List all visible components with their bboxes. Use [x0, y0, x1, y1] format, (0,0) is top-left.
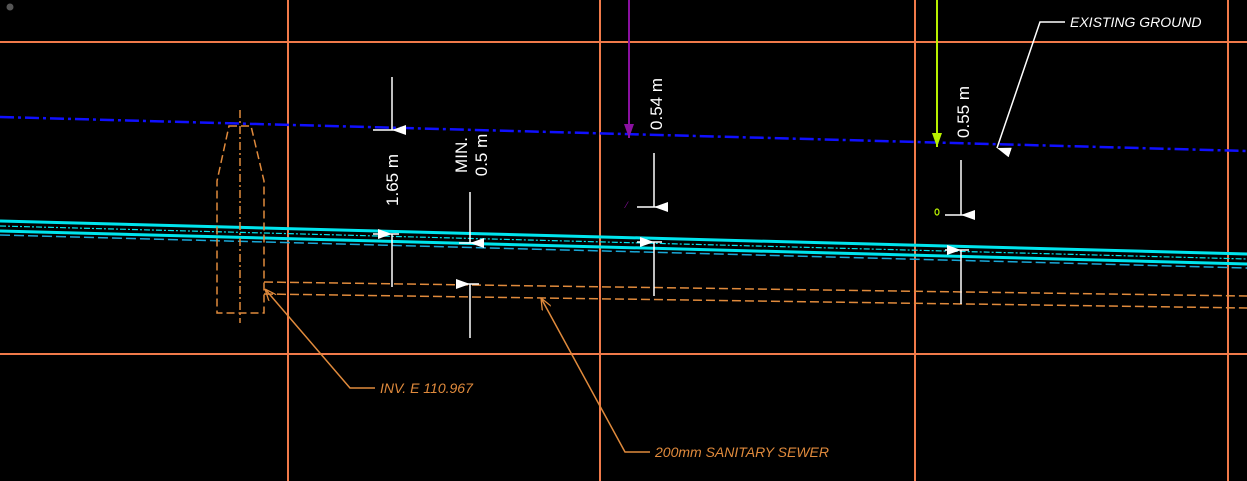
min-label: MIN.: [452, 137, 471, 173]
invert-note: INV. E 110.967: [380, 380, 474, 396]
purple-marker: ⁄: [624, 200, 629, 210]
mid-depth-label: 0.54 m: [647, 78, 666, 130]
existing-ground-note: EXISTING GROUND: [1070, 14, 1201, 30]
invert-leader: [265, 289, 375, 389]
existing-ground-leader: [996, 21, 1065, 158]
manhole: [216, 110, 265, 323]
existing-ground-line: [0, 115, 1247, 153]
green-marker: [934, 208, 940, 216]
sewer-leader: [541, 298, 650, 453]
origin-marker: [6, 3, 14, 11]
sanitary-sewer: [263, 281, 1247, 309]
min-value-label: 0.5 m: [472, 134, 491, 177]
cover-depth-label: 1.65 m: [383, 154, 402, 206]
right-depth-label: 0.55 m: [954, 86, 973, 138]
watermain-pipe: [0, 219, 1247, 269]
sewer-note: 200mm SANITARY SEWER: [654, 444, 829, 460]
